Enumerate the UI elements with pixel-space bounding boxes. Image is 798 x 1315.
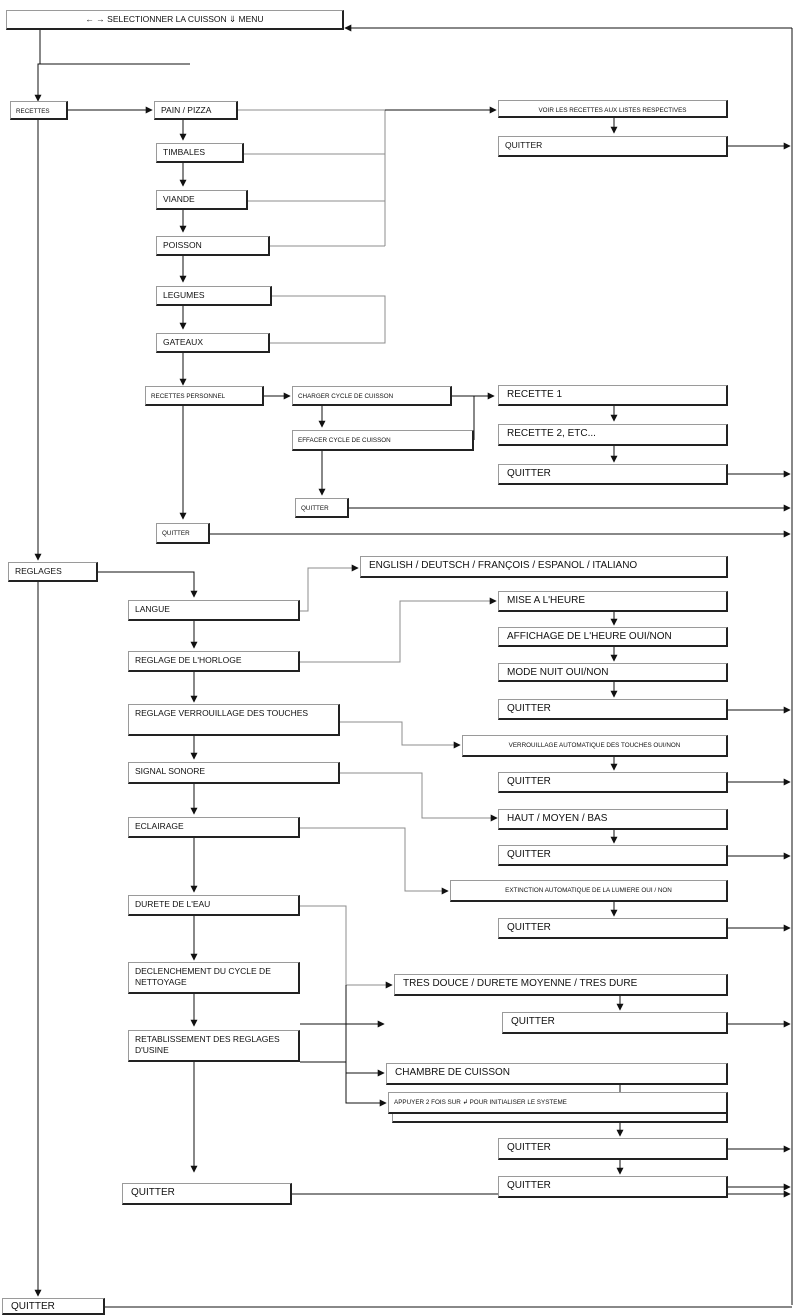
verrouillage-auto-box: VERROUILLAGE AUTOMATIQUE DES TOUCHES OUI…	[462, 735, 728, 757]
reglage-verrouillage-box: REGLAGE VERROUILLAGE DES TOUCHES	[128, 704, 340, 736]
top-menu-box: ← → SELECTIONNER LA CUISSON ⇓ MENU	[6, 10, 344, 30]
durete-eau-box: DURETE DE L'EAU	[128, 895, 300, 916]
pain-pizza-box: PAIN / PIZZA	[154, 101, 238, 120]
affichage-heure-box: AFFICHAGE DE L'HEURE OUI/NON	[498, 627, 728, 647]
chambre-cuisson-box: CHAMBRE DE CUISSON	[386, 1063, 728, 1085]
extinction-auto-box: EXTINCTION AUTOMATIQUE DE LA LUMIERE OUI…	[450, 880, 728, 902]
charger-cycle-box: CHARGER CYCLE DE CUISSON	[292, 386, 452, 406]
recette-2-box: RECETTE 2, ETC...	[498, 424, 728, 446]
reglages-box: REGLAGES	[8, 562, 98, 582]
viande-box: VIANDE	[156, 190, 248, 210]
timbales-box: TIMBALES	[156, 143, 244, 163]
legumes-box: LEGUMES	[156, 286, 272, 306]
effacer-cycle-box: EFFACER CYCLE DE CUISSON	[292, 430, 474, 451]
retablissement-usine-box: RETABLISSEMENT DES REGLAGES D'USINE	[128, 1030, 300, 1062]
recette-1-box: RECETTE 1	[498, 385, 728, 406]
haut-moyen-bas-box: HAUT / MOYEN / BAS	[498, 809, 728, 830]
quitter-signal-box: QUITTER	[498, 845, 728, 866]
voir-recettes-box: VOIR LES RECETTES AUX LISTES RESPECTIVES	[498, 100, 728, 118]
quitter-eclairage-box: QUITTER	[498, 918, 728, 939]
poisson-box: POISSON	[156, 236, 270, 256]
mise-heure-box: MISE A L'HEURE	[498, 591, 728, 612]
appuyer-initialiser-box-visible: APPUYER 2 FOIS SUR ↲ POUR INITIALISER LE…	[388, 1092, 728, 1114]
mode-nuit-box: MODE NUIT OUI/NON	[498, 663, 728, 682]
declenchement-nettoyage-box: DECLENCHEMENT DU CYCLE DE NETTOYAGE	[128, 962, 300, 994]
quitter-verrouillage-box: QUITTER	[498, 772, 728, 793]
quitter-recette-box: QUITTER	[498, 464, 728, 485]
quitter-usine-box: QUITTER	[498, 1176, 728, 1198]
quitter-recettes-listes-box: QUITTER	[498, 136, 728, 157]
recettes-box: RECETTES	[10, 101, 68, 120]
quitter-durete-box: QUITTER	[502, 1012, 728, 1034]
eclairage-box: ECLAIRAGE	[128, 817, 300, 838]
quitter-final-box: QUITTER	[2, 1298, 105, 1315]
langue-box: LANGUE	[128, 600, 300, 621]
durete-options-box: TRES DOUCE / DURETE MOYENNE / TRES DURE	[394, 974, 728, 996]
langues-liste-box: ENGLISH / DEUTSCH / FRANÇOIS / ESPANOL /…	[360, 556, 728, 578]
gateaux-box: GATEAUX	[156, 333, 270, 353]
quitter-cycle-box: QUITTER	[295, 498, 349, 518]
quitter-nettoyage-box: QUITTER	[498, 1138, 728, 1160]
signal-sonore-box: SIGNAL SONORE	[128, 762, 340, 784]
quitter-recettes-menu-box: QUITTER	[156, 523, 210, 544]
quitter-horloge-box: QUITTER	[498, 699, 728, 720]
recettes-personnel-box: RECETTES PERSONNEL	[145, 386, 264, 406]
quitter-reglages-box: QUITTER	[122, 1183, 292, 1205]
reglage-horloge-box: REGLAGE DE L'HORLOGE	[128, 651, 300, 672]
